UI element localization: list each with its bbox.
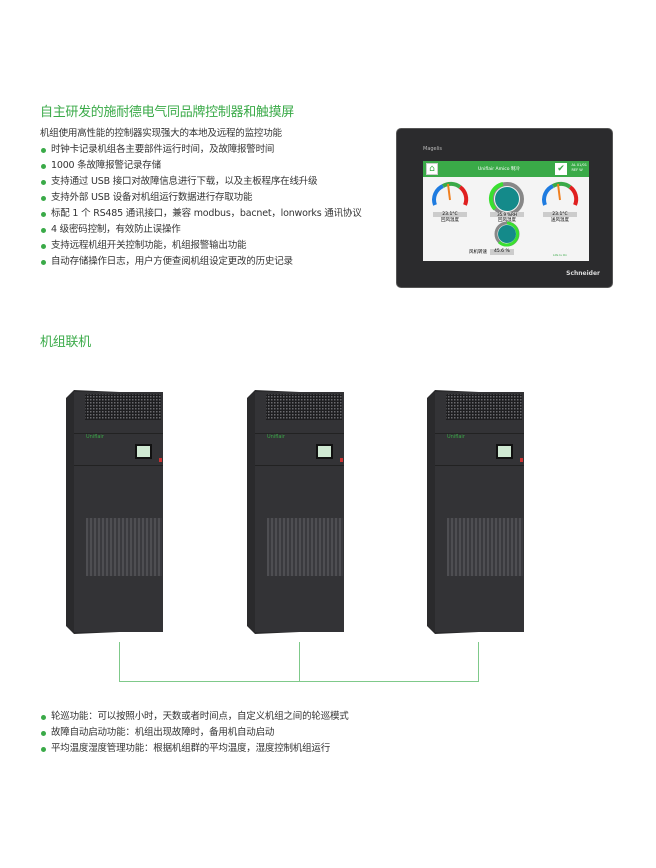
schneider-logo: Schneider — [566, 270, 600, 277]
gauge-label: 送风温度 — [551, 218, 569, 223]
link-line — [119, 681, 479, 682]
list-item: 支持远程机组开关控制功能，机组报警输出功能 — [40, 238, 362, 254]
svg-text:Uniflair: Uniflair — [267, 434, 286, 440]
list-item: 支持通过 USB 接口对故障信息进行下载，以及主板程序在线升级 — [40, 174, 362, 190]
section-title-networking: 机组联机 — [40, 335, 91, 350]
status-text: AL 01/01 REF W — [571, 163, 587, 172]
return-temp-gauge — [432, 181, 469, 206]
list-item: 平均温度湿度管理功能：根据机组群的平均温度，湿度控制机组运行 — [40, 741, 349, 757]
footer-brand: Life Is On — [552, 253, 567, 257]
section-title-controller: 自主研发的施耐德电气同品牌控制器和触摸屏 — [40, 105, 295, 120]
fan-speed-gauge — [494, 221, 520, 247]
fan-value: 45.6 % — [490, 249, 514, 255]
screen-header: ⌂ Uniflair Amico 制冷 ✔ AL 01/01 REF W — [423, 161, 589, 177]
list-item: 轮巡功能：可以按照小时，天数或者时间点，自定义机组之间的轮巡模式 — [40, 709, 349, 725]
list-item: 1000 条故障报警记录存储 — [40, 158, 362, 174]
touchscreen-display: ⌂ Uniflair Amico 制冷 ✔ AL 01/01 REF W 23.… — [423, 161, 589, 261]
gauge-value: 35.9 %RH — [490, 212, 524, 217]
device-label: Magelis — [423, 146, 443, 152]
fan-label: 风机转速 — [469, 250, 487, 255]
touchscreen-device: Magelis ⌂ Uniflair Amico 制冷 ✔ AL 01/01 R… — [396, 128, 613, 288]
list-item: 标配 1 个 RS485 通讯接口，兼容 modbus，bacnet，lonwo… — [40, 206, 362, 222]
controller-features: 机组使用高性能的控制器实现强大的本地及远程的监控功能 时钟卡记录机组各主要部件运… — [40, 126, 362, 270]
list-item: 支持外部 USB 设备对机组运行数据进行存取功能 — [40, 190, 362, 206]
cooling-unit-3: Uniflair — [427, 390, 524, 634]
home-icon[interactable]: ⌂ — [426, 163, 438, 175]
gauge-value: 23.1°C — [433, 212, 467, 217]
networking-features: 轮巡功能：可以按照小时，天数或者时间点，自定义机组之间的轮巡模式 故障自动启动功… — [40, 709, 349, 757]
list-item: 自动存储操作日志，用户方便查阅机组设定更改的历史记录 — [40, 254, 362, 270]
list-item: 4 级密码控制，有效防止误操作 — [40, 222, 362, 238]
return-humidity-gauge — [488, 182, 524, 216]
svg-text:Uniflair: Uniflair — [86, 434, 105, 440]
ok-check-icon: ✔ — [555, 163, 567, 175]
link-line — [299, 642, 300, 682]
gauge-value: 23.1°C — [543, 212, 577, 217]
svg-text:Uniflair: Uniflair — [447, 434, 466, 440]
gauge-label: 回风湿度 — [498, 218, 516, 223]
intro-text: 机组使用高性能的控制器实现强大的本地及远程的监控功能 — [40, 128, 282, 139]
link-line — [119, 642, 120, 682]
screen-header-text: Uniflair Amico 制冷 — [478, 167, 520, 172]
link-line — [478, 642, 479, 682]
supply-temp-gauge — [542, 181, 579, 206]
cooling-unit-2: Uniflair — [247, 390, 344, 634]
cooling-unit-1: Uniflair — [66, 390, 163, 634]
list-item: 故障自动启动功能：机组出现故障时，备用机自动启动 — [40, 725, 349, 741]
list-item: 时钟卡记录机组各主要部件运行时间，及故障报警时间 — [40, 142, 362, 158]
gauge-label: 回风温度 — [441, 218, 459, 223]
